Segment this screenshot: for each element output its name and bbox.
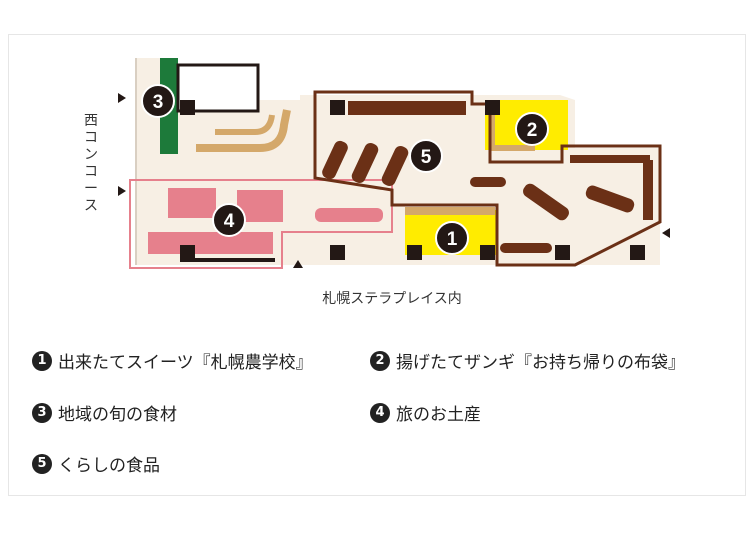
legend-label: 揚げたてザンギ『お持ち帰りの布袋』 [396,353,685,373]
badge-zone-2: 2 [515,112,549,146]
legend-zone-5: 5 くらしの食品 [32,451,160,476]
legend-zone-4: 4 旅のお土産 [370,400,481,425]
svg-text:5: 5 [421,147,432,168]
badge-zone-5: 5 [409,139,443,173]
entrance-arrow-icon [662,228,670,238]
zone-4-shelf-1 [168,188,216,218]
svg-text:2: 2 [527,120,538,141]
zone-5-shelf-a [322,140,348,180]
badge-zone-4: 4 [212,203,246,237]
pillar [480,245,495,260]
pillar [180,245,195,260]
zone-5-shelf-d [470,177,506,187]
stellar-place-caption: 札幌ステラプレイス内 [322,291,462,307]
zone-5-shelf-b [351,142,379,184]
zone-5-shelf-g [500,243,552,253]
legend-zone-3: 3 地域の旬の食材 [32,400,177,425]
tan-counter-2 [215,114,275,135]
pillar [407,245,422,260]
zone-5-shelf-top [348,101,466,115]
badge-zone-3: 3 [141,84,175,118]
legend-label: 旅のお土産 [396,405,481,425]
badge-1-icon: 1 [32,350,52,371]
svg-text:4: 4 [224,211,235,232]
badge-3-icon: 3 [32,402,52,423]
legend-label: 出来たてスイーツ『札幌農学校』 [58,353,313,373]
legend-label: くらしの食品 [58,456,160,476]
badge-zone-1: 1 [435,221,469,255]
zone-2-counter [489,112,535,151]
tan-counter-1 [196,109,291,152]
zone-5-shelf-e [523,183,569,221]
entrance-arrow-icon [293,260,303,268]
legend-label: 地域の旬の食材 [58,405,177,425]
zone-5-shelf-h [570,155,650,163]
zone-5-outline [313,90,662,267]
pillar [180,100,195,115]
west-concourse-label: 西コンコース [84,113,98,214]
zone-1-counter [405,207,495,215]
badge-2-icon: 2 [370,350,390,371]
pillar [330,245,345,260]
zone-5-shelf-i [643,160,653,220]
legend-zone-2: 2 揚げたてザンギ『お持ち帰りの布袋』 [370,348,685,373]
zone-4-shelf-3 [315,208,383,222]
counter-bar [180,258,275,262]
badge-5-icon: 5 [32,453,52,474]
pillar [630,245,645,260]
svg-text:1: 1 [447,229,458,250]
pillar [330,100,345,115]
svg-text:3: 3 [153,92,164,113]
legend-zone-1: 1 出来たてスイーツ『札幌農学校』 [32,348,313,373]
badge-4-icon: 4 [370,402,390,423]
pillar [555,245,570,260]
pillar [485,100,500,115]
zone-5-shelf-c [381,145,409,187]
entrance-arrow-icon [118,186,126,196]
zone-4-shelf-4 [148,232,273,254]
entrance-arrow-icon [118,93,126,103]
zone-5-shelf-f [585,185,635,213]
